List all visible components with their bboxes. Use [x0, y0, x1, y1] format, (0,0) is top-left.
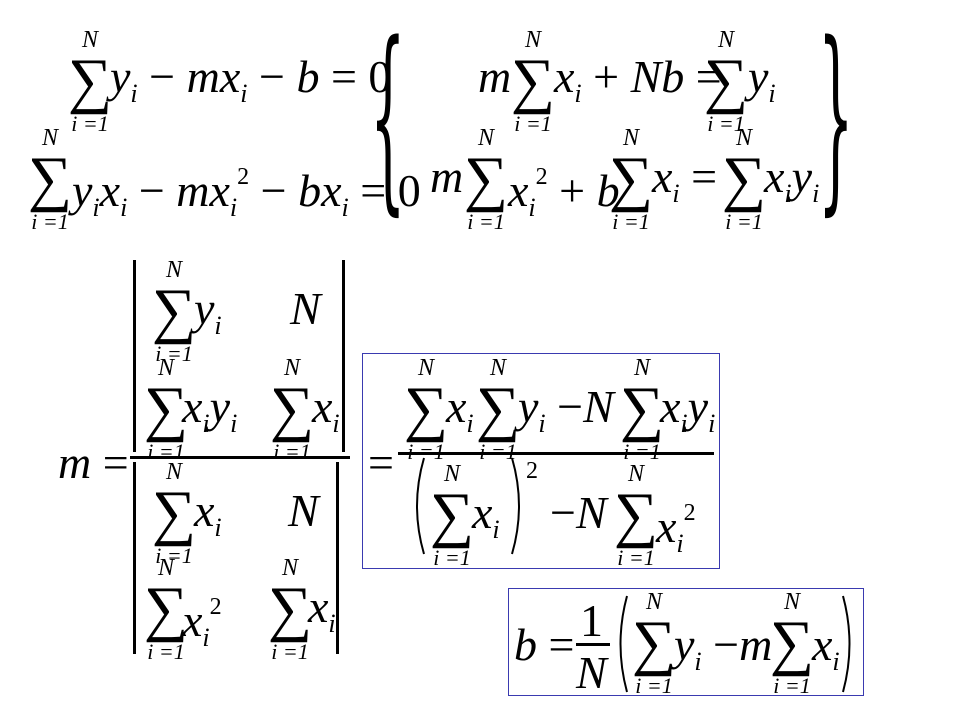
summation: N ∑ i =1: [463, 125, 509, 234]
frac-one: 1: [580, 595, 603, 646]
den-x2: xi2: [656, 500, 696, 558]
den-square: 2: [526, 458, 538, 484]
summation: N ∑ i =1: [403, 355, 449, 464]
eq4-rhs: xiyi: [764, 151, 820, 209]
b-x: xi: [812, 619, 840, 677]
right-paren: [842, 595, 851, 693]
right-brace: }: [818, 0, 854, 233]
summation: N ∑ i =1: [62, 28, 118, 138]
b-result-box: [508, 588, 864, 696]
right-paren: [511, 457, 520, 555]
summation: N ∑ i =1: [608, 125, 654, 234]
det-den-r1c1: xi: [194, 485, 222, 543]
b-y-minus-m: yi −m: [674, 619, 773, 677]
frac-N: N: [576, 647, 607, 698]
eq4-m: m: [430, 151, 464, 202]
summation: N ∑ i =1: [143, 355, 189, 464]
det-den-r1c2: N: [288, 485, 319, 536]
summation: N ∑ i =1: [429, 461, 475, 570]
det-den-r2c2: xi: [308, 581, 336, 639]
summation: N ∑ i =1: [510, 27, 556, 136]
equals-sign: =: [368, 437, 394, 488]
det-bar-left: [133, 462, 136, 654]
summation: N ∑ i =1: [27, 125, 73, 234]
b-label: b =: [514, 619, 575, 670]
summation: N ∑ i =1: [143, 555, 189, 664]
det-bar-right: [342, 260, 345, 452]
den-minus-N: −N: [550, 487, 607, 538]
left-paren: [416, 457, 425, 555]
summation: N ∑ i =1: [631, 589, 677, 698]
fraction-bar: [130, 456, 350, 459]
eq2-terms: yixi − mxi2 − bxi = 0: [72, 164, 421, 222]
eq3-rhs: yi: [748, 51, 776, 109]
left-brace: {: [370, 0, 406, 233]
eq1-terms: yi − mxi − b = 0: [110, 51, 392, 109]
summation: N ∑ i =1: [151, 257, 197, 366]
det-num-r1c2: N: [290, 283, 321, 334]
den-x: xi: [472, 487, 500, 545]
summation: N ∑ i =1: [619, 355, 665, 464]
summation: N ∑ i =1: [721, 125, 767, 234]
eq4-terms-b: xi =: [652, 151, 718, 209]
eq3-terms: xi + Nb =: [554, 51, 722, 109]
sum-lower-limit: i =1: [71, 111, 109, 136]
eq3-m: m: [478, 51, 512, 102]
fraction-bar: [576, 643, 610, 646]
det-bar-left: [133, 260, 136, 452]
det-num-r2c2: xi: [312, 381, 340, 439]
det-bar-right: [336, 462, 339, 654]
sigma-symbol: ∑: [67, 47, 113, 115]
num-xy: xiyi: [660, 381, 716, 439]
num-x: xi: [446, 381, 474, 439]
summation: N ∑ i =1: [703, 27, 749, 136]
summation: N ∑ i =1: [769, 589, 815, 698]
num-y-minus-N: yi −N: [518, 381, 614, 439]
summation: N ∑ i =1: [475, 355, 521, 464]
summation: N ∑ i =1: [151, 459, 197, 568]
sum-upper-limit: N: [81, 27, 98, 53]
eq4-terms-a: xi2 + b: [508, 164, 620, 222]
summation: N ∑ i =1: [267, 555, 313, 664]
summation: N ∑ i =1: [269, 355, 315, 464]
det-num-r2c1: xiyi: [182, 381, 238, 439]
summation: N ∑ i =1: [613, 461, 659, 570]
left-paren: [619, 595, 628, 693]
det-den-r2c1: xi2: [182, 594, 222, 652]
det-num-r1c1: yi: [194, 283, 222, 341]
m-result-box: [362, 353, 720, 569]
m-label: m =: [58, 437, 129, 488]
fraction-bar: [398, 452, 714, 455]
